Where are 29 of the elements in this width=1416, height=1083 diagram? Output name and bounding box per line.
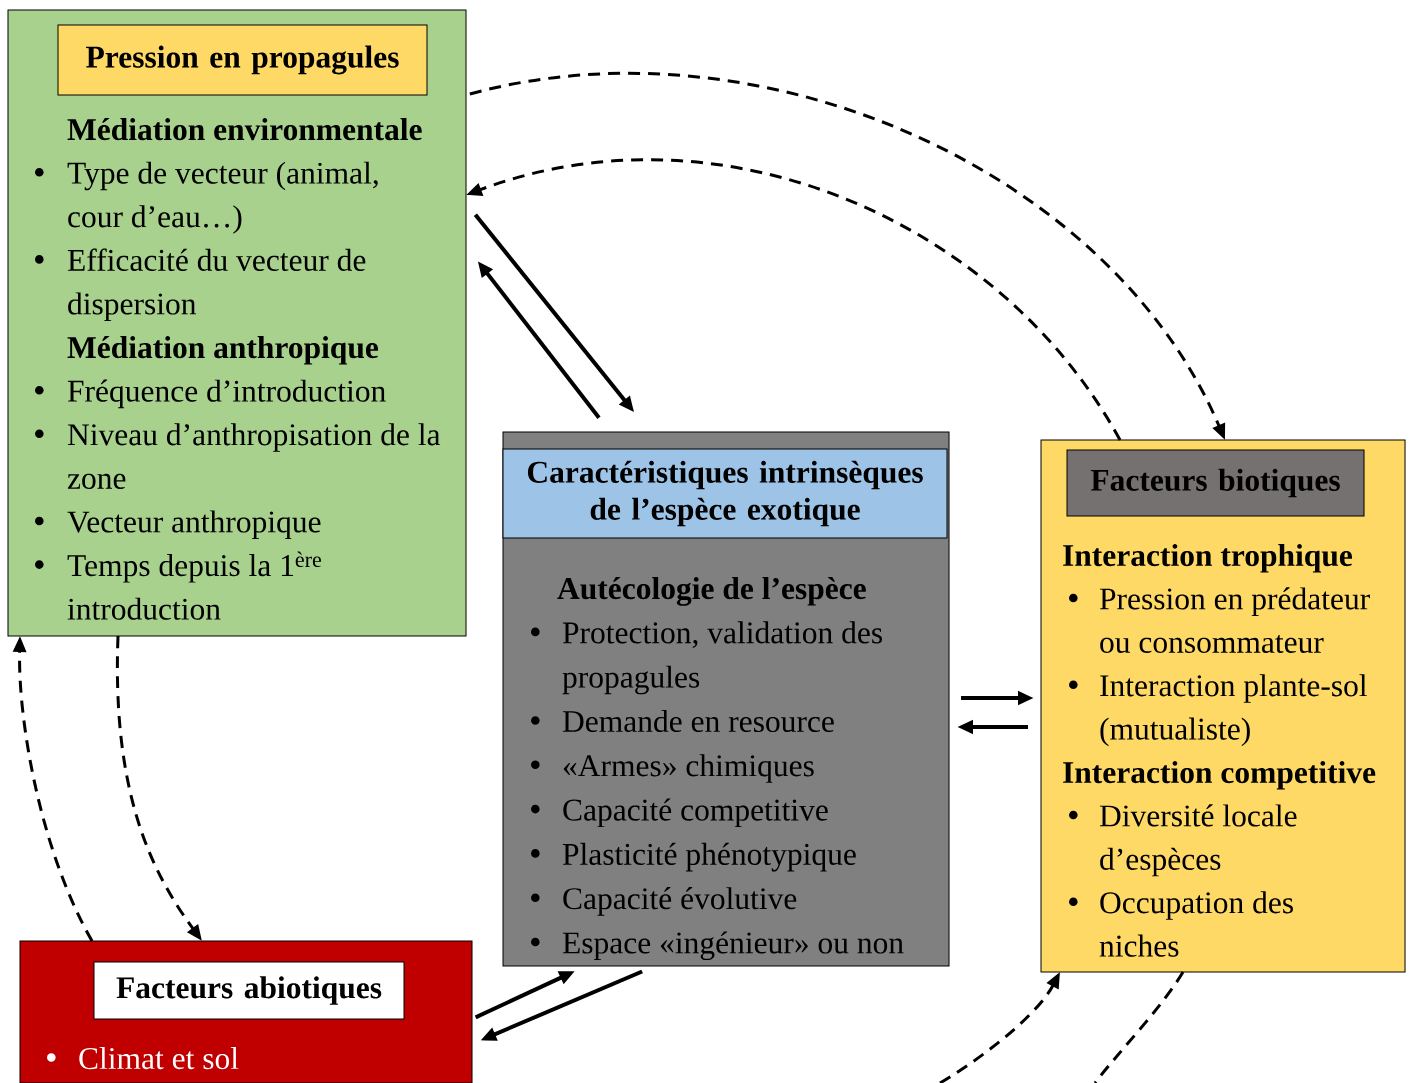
bullet-item: Fréquence d’introduction [35,379,386,409]
content-box [7,9,467,637]
bullet-item: Capacité competitive [531,798,828,828]
bullet-item: Capacité évolutive [531,887,797,916]
bullet-item: Pression en prédateur ou consommateur [1069,587,1370,653]
section-heading: Interaction trophique [1063,544,1352,573]
title-box: Facteurs biotiques [1066,449,1365,517]
bullet-item: Espace «ingénieur» ou non [531,931,904,961]
bullet-item: Type de vecteur (animal, cour d’eau…) [35,161,378,234]
section-heading: Médiation anthropique [67,336,379,365]
bullet-item: Climat et sol [47,1047,239,1070]
bullet-item: Demande en resource [531,709,834,733]
bullet-item: Efficacité du vecteur de dispersion [35,248,366,321]
section-heading: Autécologie de l’espèce [557,577,866,606]
bullet-item: Occupation des niches [1069,891,1293,957]
title-box: Caractéristiques intrinsèques de l’espèce exotique [502,448,948,539]
bullet-item: Vecteur anthropique [35,510,321,539]
title-box: Pression en propagules [57,24,428,96]
content-box [1040,439,1406,973]
bullet-item: Niveau d’anthropisation de la zone [35,423,441,489]
bullet-item: «Armes» chimiques [531,754,814,783]
bullet-item: Temps depuis la 1$^{ère}$ introduction [35,551,322,620]
section-heading: Médiation environmentale [67,118,422,141]
bullet-item: Interaction plante-sol (mutualiste) [1069,674,1367,747]
bullet-item: Protection, validation des propagules [531,621,882,695]
section-heading: Interaction competitive [1063,761,1376,790]
bullet-item: Diversité locale d’espèces [1069,804,1297,877]
title-box: Facteurs abiotiques [93,961,405,1020]
bullet-item: Plasticité phénotypique [531,842,856,872]
